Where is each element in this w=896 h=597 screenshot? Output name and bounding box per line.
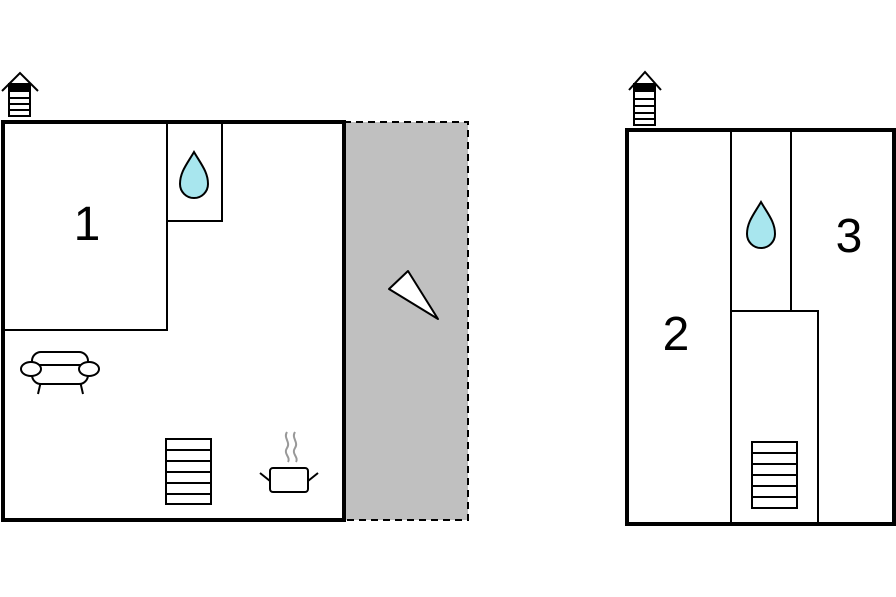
ground-floor: 1 (1, 71, 469, 522)
room-label-2: 2 (663, 308, 690, 361)
room-1-walls (2, 121, 168, 331)
room-label-3: 3 (836, 210, 863, 263)
staircase-icon (165, 438, 212, 505)
bathroom-water-drop-icon (745, 200, 777, 249)
entrance-house-icon (1, 71, 39, 117)
upper-floor: 2 3 (625, 70, 896, 526)
staircase-icon (751, 441, 798, 509)
entrance-house-icon (628, 70, 662, 126)
bathroom-water-drop-icon (178, 150, 210, 199)
ground-bathroom-walls (166, 121, 223, 222)
terrace-area (343, 121, 469, 521)
sofa-icon (20, 351, 100, 395)
compass-direction-icon (388, 270, 439, 320)
kitchen-pot-icon (259, 431, 319, 493)
upper-stair-hall-walls (730, 310, 819, 525)
room-label-1: 1 (74, 198, 101, 251)
